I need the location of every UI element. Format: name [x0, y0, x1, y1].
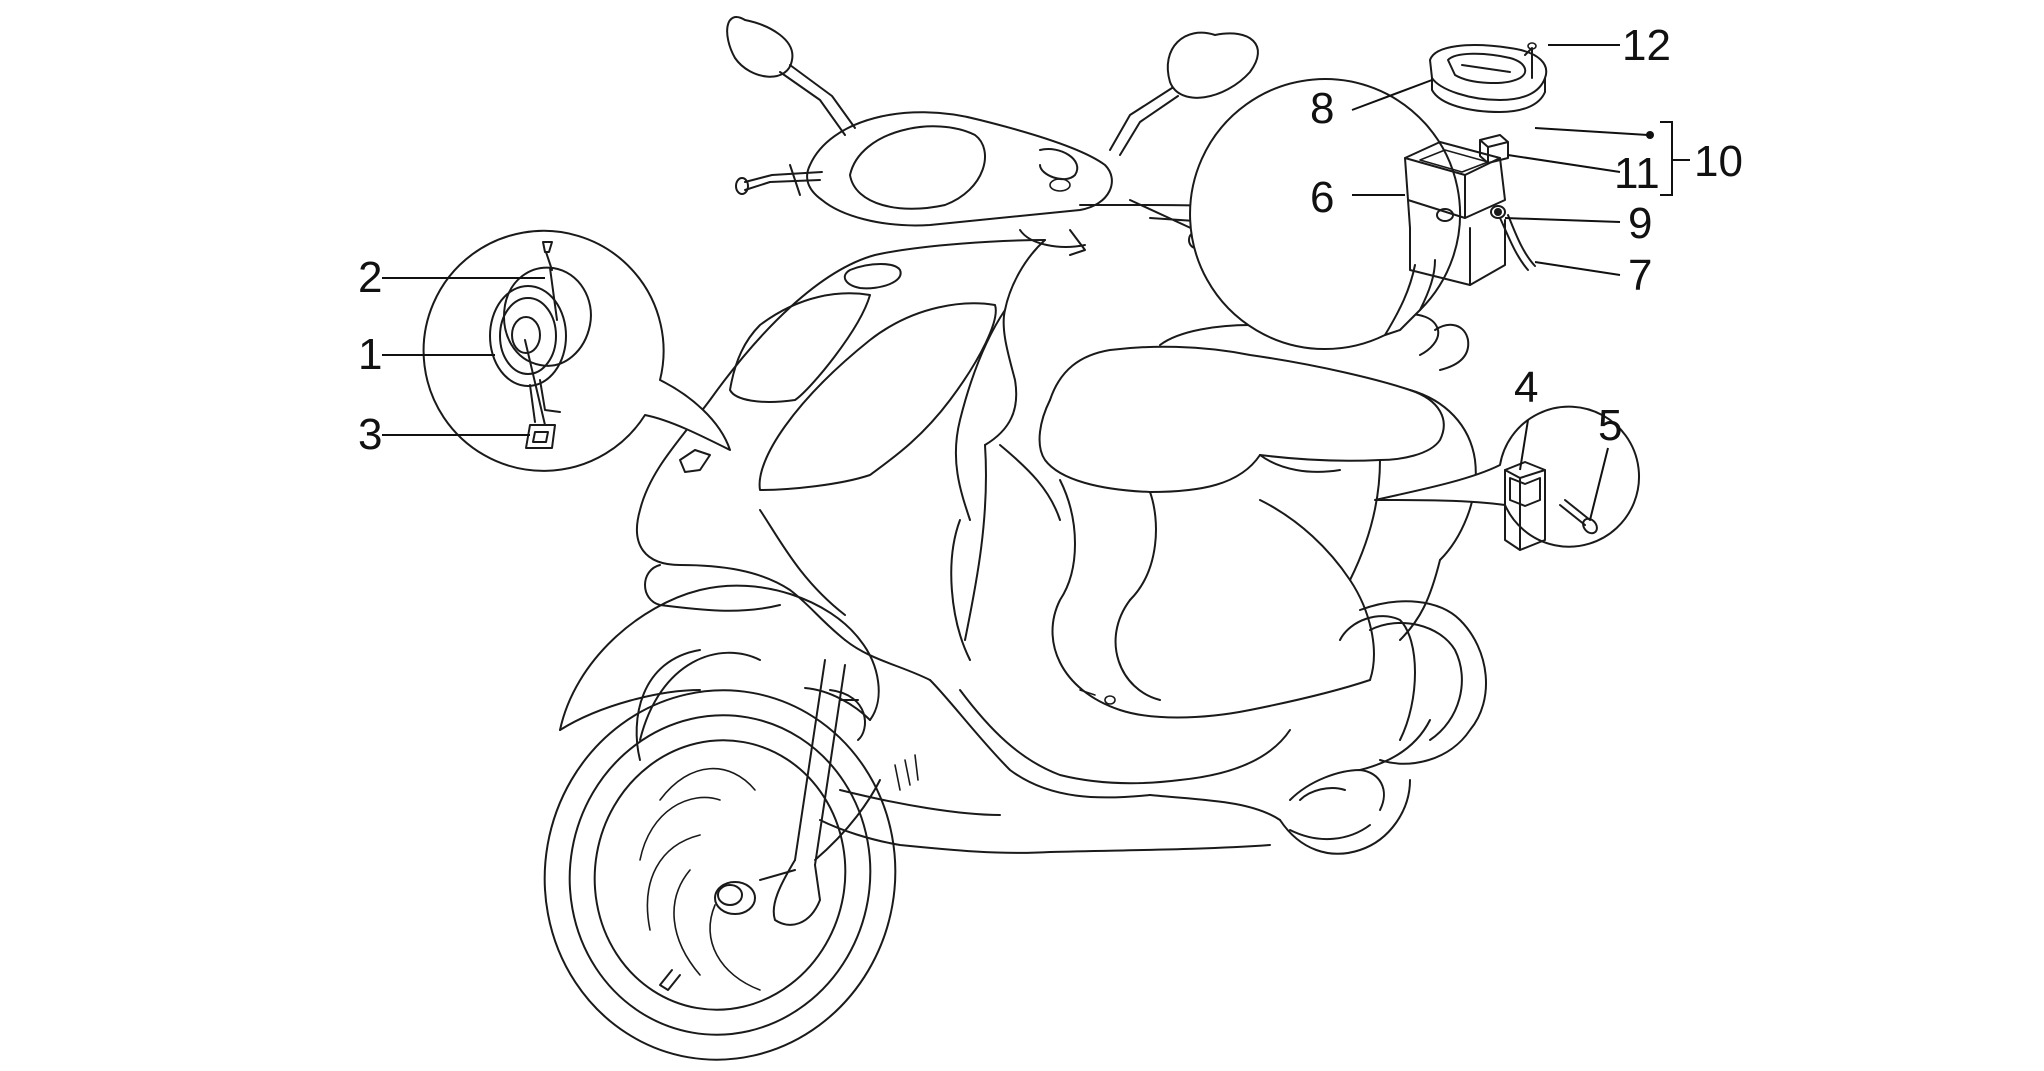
leader-11: [1507, 154, 1621, 173]
bracket-10: [1660, 121, 1690, 196]
callout-7: 7: [1628, 251, 1652, 300]
horn-inset: [422, 229, 731, 472]
callout-1: 1: [358, 330, 382, 379]
front-body: [635, 239, 1046, 681]
callout-10: 10: [1694, 137, 1743, 186]
callout-4: 4: [1514, 363, 1538, 412]
leader-9: [1504, 217, 1621, 223]
leader-lines: [382, 44, 1690, 521]
callout-9: 9: [1628, 199, 1652, 248]
headset: [735, 111, 1233, 256]
callout-11: 11: [1614, 149, 1660, 198]
callout-2: 2: [358, 253, 382, 302]
callout-5: 5: [1598, 401, 1622, 450]
leader-5: [1589, 447, 1609, 521]
leader-7: [1534, 261, 1621, 276]
callout-12: 12: [1622, 21, 1671, 70]
leader-4: [1519, 419, 1529, 471]
leader-8: [1351, 79, 1433, 111]
fuse-inset: [1374, 405, 1640, 551]
callout-6: 6: [1310, 173, 1334, 222]
seat-and-rear: [999, 313, 1477, 719]
front-wheel: [543, 564, 919, 1061]
floorboard: [819, 679, 1291, 854]
left-mirror: [726, 16, 856, 136]
battery-inset: [1189, 42, 1548, 350]
callout-labels: 2 1 3 4 5 6 7 8 9 10 11 12: [358, 21, 1743, 459]
callout-8: 8: [1310, 84, 1334, 133]
right-mirror: [1109, 31, 1259, 156]
rear-wheel-and-exhaust: [1279, 600, 1487, 855]
leader-10-dot: [1534, 127, 1649, 136]
callout-3: 3: [358, 410, 382, 459]
